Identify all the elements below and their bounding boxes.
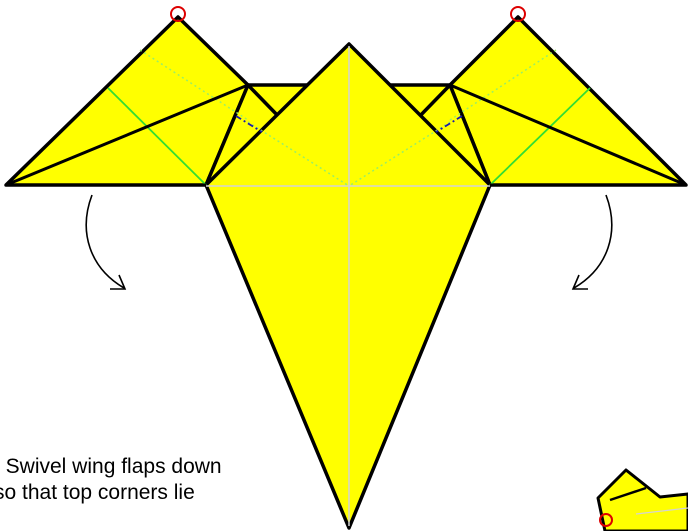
caption-line-1: . Swivel wing flaps down bbox=[0, 455, 222, 478]
right-curved-arrow-icon bbox=[571, 194, 613, 290]
right-wing-fold-lines bbox=[449, 83, 687, 187]
dotted-crease-right bbox=[348, 49, 557, 187]
left-marker-circle bbox=[170, 6, 186, 22]
dotted-crease-left bbox=[139, 49, 350, 187]
caption-line-2: so that top corners lie bbox=[0, 481, 195, 504]
valley-crease-left bbox=[107, 87, 207, 186]
right-marker-circle bbox=[510, 6, 526, 22]
thumbnail-marker-circle bbox=[599, 513, 613, 527]
instruction-caption: . Swivel wing flaps down so that top cor… bbox=[0, 454, 314, 506]
central-kite bbox=[204, 42, 492, 530]
mountain-crease-right bbox=[435, 115, 463, 133]
left-wing-fold-lines bbox=[5, 83, 249, 187]
next-step-thumbnail bbox=[596, 468, 688, 531]
valley-crease-right bbox=[489, 87, 591, 186]
left-curved-arrow-icon bbox=[85, 194, 127, 290]
mountain-crease-left bbox=[235, 115, 263, 133]
